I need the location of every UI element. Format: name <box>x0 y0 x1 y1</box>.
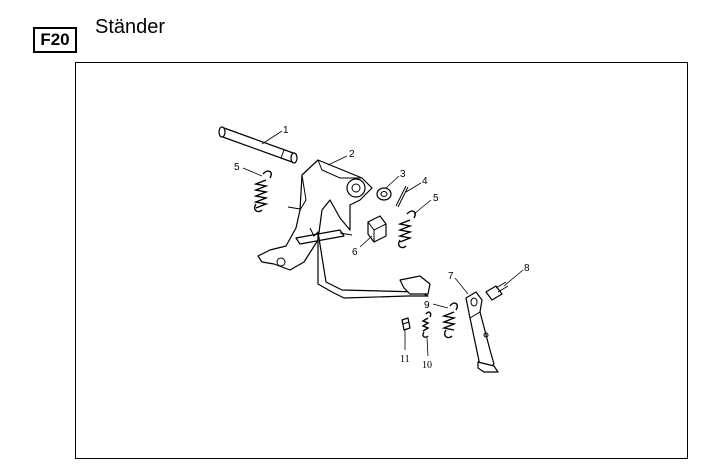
callout-7: 7 <box>448 271 454 282</box>
section-code-badge: F20 <box>33 27 77 53</box>
part-8-bolt <box>485 281 509 301</box>
callout-10: 10 <box>422 360 432 371</box>
diagram-frame <box>75 62 688 459</box>
callout-1: 1 <box>283 125 289 136</box>
callout-11: 11 <box>400 354 410 365</box>
leader-lines <box>242 130 524 357</box>
callout-4: 4 <box>422 176 428 187</box>
part-6-rubber-block <box>367 215 387 243</box>
callout-3: 3 <box>400 169 406 180</box>
callout-5-right: 5 <box>433 193 439 204</box>
part-4-cotter-pin <box>395 185 409 208</box>
part-9-spring <box>441 302 459 339</box>
part-10-small-spring <box>421 311 432 338</box>
part-2-main-stand <box>257 159 431 299</box>
callout-6: 6 <box>352 247 358 258</box>
part-3-washer <box>376 187 392 201</box>
callout-5-left: 5 <box>234 162 240 173</box>
part-5-spring-right <box>397 210 416 249</box>
part-7-side-stand <box>465 291 499 373</box>
page-title: Ständer <box>95 16 166 38</box>
callout-8: 8 <box>524 263 530 274</box>
part-11-clip <box>401 317 411 331</box>
callout-9: 9 <box>424 300 430 311</box>
part-5-spring-left <box>253 170 272 213</box>
callout-2: 2 <box>349 149 355 160</box>
part-1-pivot-shaft <box>218 126 298 164</box>
